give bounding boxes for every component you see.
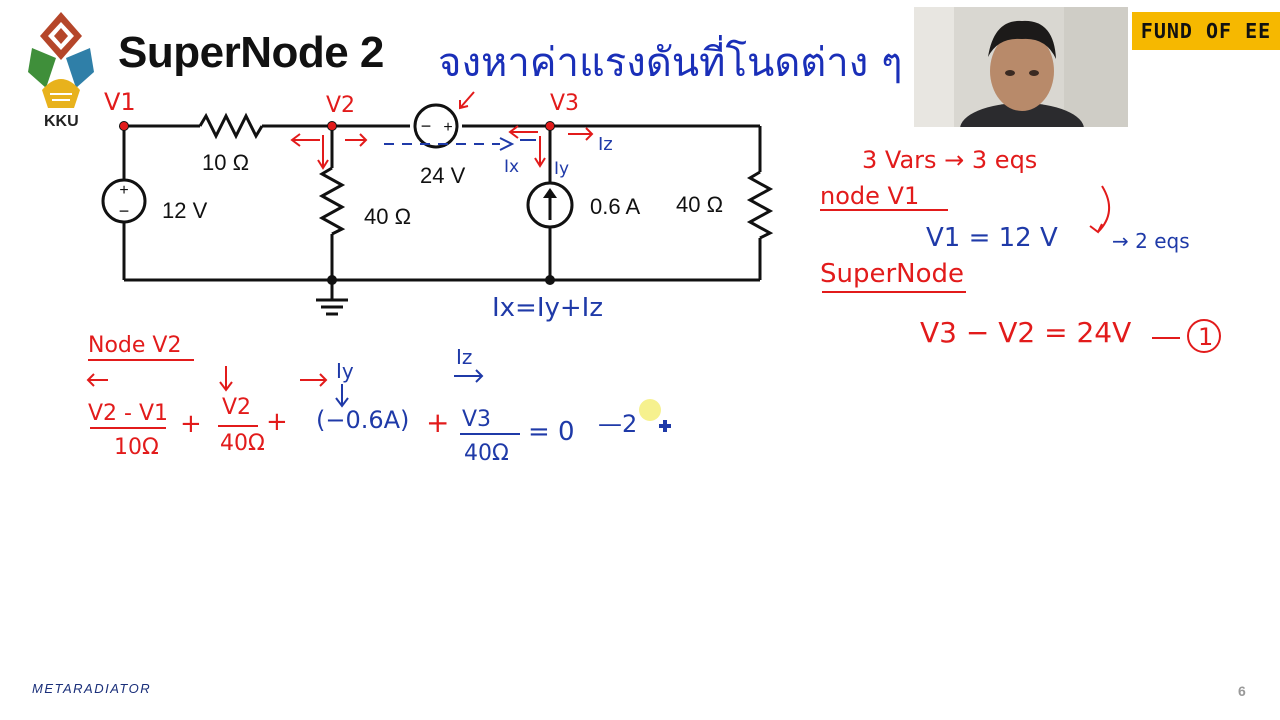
current-source-0.6a <box>526 181 574 229</box>
r2-label: 40 Ω <box>364 204 411 229</box>
v2-label: V2 <box>326 93 355 118</box>
term3: (−0.6A) <box>316 406 409 434</box>
plus-2: + <box>266 407 288 437</box>
svg-text:+: + <box>119 182 128 199</box>
slide-subtitle: จงหาค่าแรงดันที่โนดต่าง ๆ <box>438 40 903 86</box>
pen-cursor-icon <box>659 420 671 432</box>
cursor-highlight <box>639 399 661 421</box>
two-eqs-note: → 2 eqs <box>1112 229 1190 253</box>
vs2-label: 24 V <box>420 163 466 188</box>
term1-denominator: 10Ω <box>114 435 159 460</box>
presenter-icon <box>914 7 1128 127</box>
r1-label: 10 Ω <box>202 150 249 175</box>
svg-text:−: − <box>421 116 432 136</box>
iz-term-label: Iz <box>456 345 472 369</box>
vars-note: 3 Vars → 3 eqs <box>862 146 1037 174</box>
term2-denominator: 40Ω <box>220 431 265 456</box>
supernode-heading: SuperNode <box>820 259 964 289</box>
logo-label: KKU <box>44 113 79 130</box>
voltage-source-24v: − + <box>413 103 459 149</box>
ground-icon <box>316 298 348 316</box>
kku-logo-icon <box>28 12 94 108</box>
term4-denominator: 40Ω <box>464 441 509 466</box>
plus-3: + <box>426 406 449 439</box>
kcl-equation: Ix=Iy+Iz <box>492 293 603 323</box>
ix-label: Ix <box>504 157 519 177</box>
iy-term-label: Iy <box>336 359 354 383</box>
eq2-marker: —2 <box>598 410 637 438</box>
resistor-r1 <box>198 112 264 140</box>
presenter-webcam <box>914 7 1128 127</box>
v1-label: V1 <box>104 88 136 116</box>
iy-label: Iy <box>554 159 569 179</box>
brand-badge: FUND OF EE <box>1132 12 1280 50</box>
node-v1-heading: node V1 <box>820 182 919 210</box>
term4-numerator: V3 <box>462 407 491 432</box>
supernode-equation: V3 − V2 = 24V <box>920 316 1131 349</box>
node-v1-equation: V1 = 12 V <box>926 223 1058 253</box>
r3-label: 40 Ω <box>676 192 723 217</box>
equals-zero: = 0 <box>528 417 575 447</box>
term2-numerator: V2 <box>222 395 251 420</box>
plus-1: + <box>180 409 202 439</box>
svg-text:+: + <box>443 119 452 136</box>
svg-text:−: − <box>119 201 130 221</box>
vs1-label: 12 V <box>162 198 208 223</box>
voltage-source-12v: + − <box>101 178 147 224</box>
resistor-r3 <box>746 170 774 240</box>
footer-brand: METARADIATOR <box>32 681 152 696</box>
page-number: 6 <box>1238 683 1246 699</box>
slide-title: SuperNode 2 <box>118 28 384 77</box>
node-v2-heading: Node V2 <box>88 333 181 358</box>
term1-numerator: V2 - V1 <box>88 401 168 426</box>
eq1-marker: 1 <box>1198 323 1213 351</box>
iz-label: Iz <box>598 134 613 155</box>
v3-label: V3 <box>550 91 579 116</box>
is1-label: 0.6 A <box>590 194 640 219</box>
resistor-r2 <box>318 166 346 236</box>
current-arrows <box>290 91 594 170</box>
